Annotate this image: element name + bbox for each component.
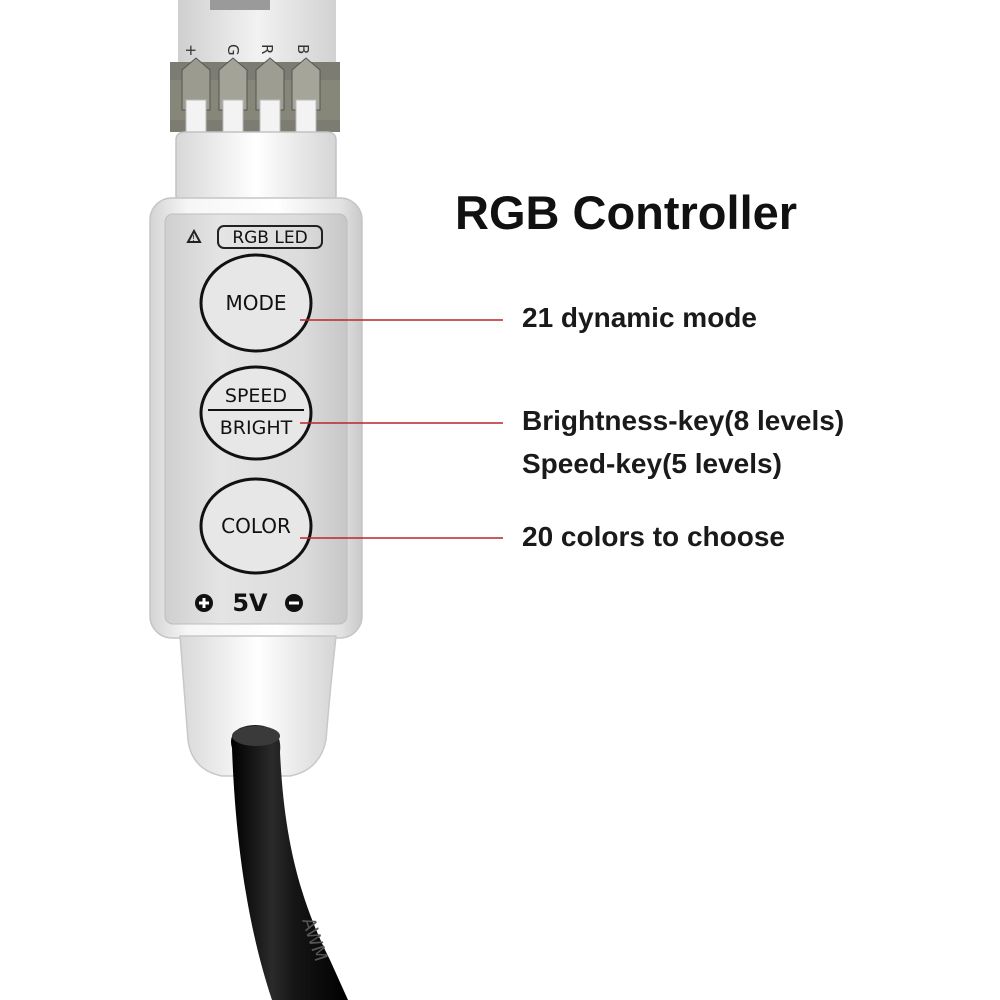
- pin-label: +: [182, 44, 200, 57]
- page-title: RGB Controller: [455, 186, 798, 239]
- speed-bright-button[interactable]: SPEED BRIGHT: [199, 365, 313, 461]
- pin-label: G: [224, 44, 242, 56]
- cable-end: [232, 726, 280, 746]
- rgb-led-badge: RGB LED: [232, 228, 307, 248]
- callout-speed: Speed-key(5 levels): [522, 448, 782, 479]
- badge-frame: [217, 225, 323, 249]
- mode-button[interactable]: MODE: [199, 253, 313, 353]
- upper-collar: [175, 131, 337, 207]
- pin-labels: + G R B: [182, 44, 312, 57]
- pin-label: R: [258, 44, 276, 54]
- strain-relief: [179, 635, 337, 777]
- mode-button-label: MODE: [225, 291, 286, 315]
- callout-mode: 21 dynamic mode: [522, 302, 757, 333]
- color-button-label: COLOR: [221, 514, 291, 538]
- leader-lines: [300, 319, 503, 539]
- speed-button-label: SPEED: [225, 385, 287, 407]
- voltage-label: 5V: [232, 589, 268, 617]
- callout-color: 20 colors to choose: [522, 521, 785, 552]
- bright-button-label: BRIGHT: [220, 417, 293, 439]
- callout-brightness: Brightness-key(8 levels): [522, 405, 845, 436]
- color-button[interactable]: COLOR: [199, 477, 313, 575]
- minus-icon: [285, 594, 303, 612]
- warning-icon: !: [186, 228, 202, 243]
- power-cable: [231, 725, 348, 1000]
- svg-text:!: !: [192, 234, 195, 243]
- connector-pins: [181, 57, 321, 141]
- pin-label: B: [294, 44, 312, 54]
- plus-icon: [195, 594, 213, 612]
